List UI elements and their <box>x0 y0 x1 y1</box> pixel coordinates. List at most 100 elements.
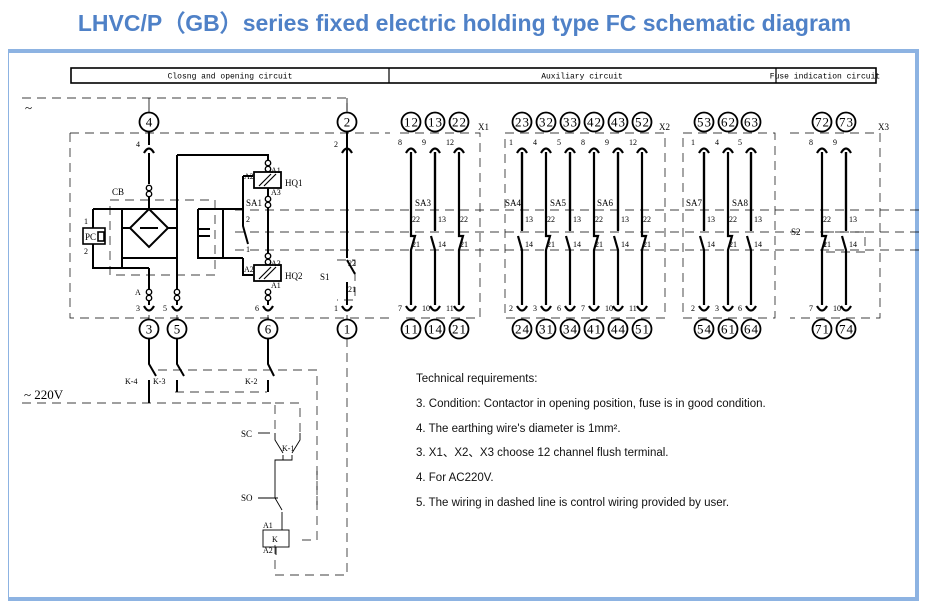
terminal-node: 33 <box>559 111 581 133</box>
contact-label: 21 <box>729 240 737 249</box>
terminal-in-number: 4 <box>533 138 537 147</box>
hq1-a1: A1 <box>271 166 281 175</box>
terminal-node: 44 <box>607 318 629 340</box>
contact-label: 22 <box>595 215 603 224</box>
contact-label: 21 <box>412 240 420 249</box>
header-auxiliary: Auxiliary circuit <box>541 73 623 82</box>
terminal-out-number: 3 <box>715 304 719 313</box>
node-label: 4 <box>146 115 153 130</box>
notes-heading: Technical requirements: <box>416 373 538 385</box>
node-label: 52 <box>635 115 649 130</box>
terminal-out-number: 2 <box>509 304 513 313</box>
terminal-out-number: 7 <box>398 304 402 313</box>
terminal-in-number: 9 <box>605 138 609 147</box>
terminal-node: 1 <box>336 318 358 340</box>
terminal-in-number: 9 <box>422 138 426 147</box>
plug-bottom <box>698 305 710 312</box>
plug-top <box>405 147 417 154</box>
pc-pin2-label: 2 <box>84 247 88 256</box>
node-label: 21 <box>452 322 466 337</box>
node-label: 1 <box>344 322 351 337</box>
control-circuit-wiring <box>258 432 301 555</box>
plug-top <box>745 147 757 154</box>
plug-top <box>722 147 734 154</box>
node-circle <box>631 111 653 133</box>
node-circle <box>740 318 762 340</box>
contact-label: 21 <box>547 240 555 249</box>
terminal-out-number: 6 <box>738 304 742 313</box>
ac-symbol: ~ <box>25 100 32 115</box>
terminal-2: 2 <box>334 140 338 149</box>
hq2-a1: A1 <box>271 281 281 290</box>
node-label: 73 <box>839 115 853 130</box>
nc-contact <box>726 230 734 305</box>
contact-label: 21 <box>595 240 603 249</box>
terminal-node: 72 <box>811 111 833 133</box>
so-label: SO <box>241 493 253 503</box>
node-circle <box>583 318 605 340</box>
node-label: 23 <box>515 115 529 130</box>
terminal-x3-label: X3 <box>878 122 889 132</box>
terminal-5: 5 <box>163 304 167 313</box>
k1-label: K-1 <box>282 444 294 453</box>
closing-circuit-wiring <box>92 130 356 403</box>
terminal-out-number: 6 <box>557 304 561 313</box>
terminal-out-number: 10 <box>422 304 430 313</box>
hq2-a2: A2 <box>244 265 254 274</box>
terminal-in-number: 9 <box>833 138 837 147</box>
node-circle <box>693 318 715 340</box>
terminal-node: 23 <box>511 111 533 133</box>
node-circle <box>336 318 358 340</box>
no-contact <box>698 235 706 305</box>
node-label: 31 <box>539 322 553 337</box>
node-label: 6 <box>265 322 272 337</box>
node-circle <box>717 111 739 133</box>
note-item: 4. The earthing wire's diameter is 1mm². <box>416 422 621 435</box>
terminal-node: 5 <box>166 318 188 340</box>
terminal-3: 3 <box>136 304 140 313</box>
terminal-out-number: 10 <box>605 304 613 313</box>
s1-22: 22 <box>348 259 356 268</box>
terminal-node: 6 <box>257 318 279 340</box>
hq1-label: HQ1 <box>285 178 303 188</box>
plug-bottom <box>429 305 441 312</box>
node-label: 41 <box>587 322 601 337</box>
contact-label: 22 <box>823 215 831 224</box>
terminal-in-number: 5 <box>738 138 742 147</box>
terminal-node: 22 <box>448 111 470 133</box>
terminal-node: 51 <box>631 318 653 340</box>
terminal-node: 21 <box>448 318 470 340</box>
ac-220v-label: ~ 220V <box>24 387 64 402</box>
plug-bottom <box>453 305 465 312</box>
node-label: 11 <box>404 322 418 337</box>
terminal-out-number: 7 <box>581 304 585 313</box>
hq2-label: HQ2 <box>285 271 303 281</box>
plug-top <box>612 147 624 154</box>
node-circle <box>511 111 533 133</box>
s1-21: 21 <box>348 285 356 294</box>
plug-top <box>816 147 828 154</box>
terminal-in-number: 12 <box>629 138 637 147</box>
node-circle <box>424 318 446 340</box>
contact-label: 21 <box>460 240 468 249</box>
terminal-node: 14 <box>424 318 446 340</box>
hq1-a2: A2 <box>244 172 254 181</box>
node-label: 43 <box>611 115 625 130</box>
terminal-node: 73 <box>835 111 857 133</box>
terminal-node: 42 <box>583 111 605 133</box>
node-circle <box>535 111 557 133</box>
plug-bottom <box>840 305 852 312</box>
node-circle <box>835 111 857 133</box>
contact-label: 13 <box>573 215 581 224</box>
plug-top <box>698 147 710 154</box>
node-circle <box>811 111 833 133</box>
